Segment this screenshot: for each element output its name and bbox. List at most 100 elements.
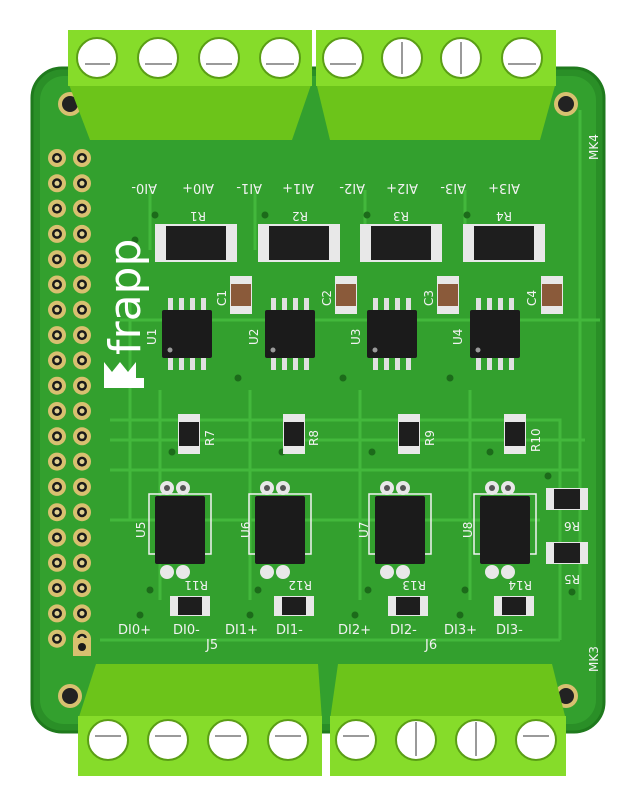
header-pin (73, 326, 91, 345)
label-di1-minus: DI1- (276, 623, 303, 638)
input-resistor-labels: R11 R12 R13 R14 (184, 578, 532, 592)
header-pin (48, 402, 66, 420)
label-r7: R7 (203, 430, 217, 446)
label-r5: R5 (564, 572, 580, 586)
amplifier-ic (367, 298, 417, 370)
label-u8: U8 (461, 522, 475, 538)
label-di0-minus: DI0- (173, 623, 200, 638)
resistor-r7 (178, 414, 200, 454)
amplifier-ics (162, 298, 520, 370)
label-r1: R1 (190, 209, 206, 223)
header-pin (48, 376, 66, 395)
header-pin (73, 452, 91, 471)
vias (131, 211, 576, 619)
analog-input-labels: AI0- AI0+ AI1- AI1+ AI2- AI2+ AI3- AI3+ (131, 180, 520, 195)
label-ai0-minus: AI0- (131, 180, 157, 195)
label-r4: R4 (496, 209, 512, 223)
resistor-r10 (504, 414, 526, 454)
header-pin (73, 553, 91, 572)
label-c1: C1 (215, 290, 229, 306)
header-pin (73, 528, 91, 547)
label-u7: U7 (357, 522, 371, 538)
header-pin (73, 199, 91, 218)
label-ai2-plus: AI2+ (386, 180, 418, 195)
label-r12: R12 (288, 578, 312, 592)
label-ai1-minus: AI1- (236, 180, 262, 195)
header-pin (48, 629, 66, 648)
label-mk4: MK4 (587, 134, 601, 160)
header-pin (73, 300, 91, 319)
label-di2-plus: DI2+ (338, 623, 371, 638)
header-pin (73, 402, 91, 420)
label-r13: R13 (402, 578, 426, 592)
header-pin (73, 250, 91, 269)
header-pin (48, 553, 66, 572)
resistor-r14 (494, 596, 534, 616)
crown-icon (104, 362, 144, 388)
capacitor-c1 (230, 276, 252, 314)
header-pin (48, 579, 66, 598)
label-ai3-minus: AI3- (440, 180, 466, 195)
header-pin (48, 452, 66, 471)
terminal-block-top-left (68, 30, 312, 140)
amplifier-labels: U1 U2 U3 U4 (145, 329, 465, 345)
header-pin (73, 224, 91, 243)
label-u3: U3 (349, 329, 363, 345)
header-pin (73, 174, 91, 193)
terminal-block-bottom-left (78, 664, 322, 776)
header-pin (48, 528, 66, 547)
header-pin (73, 275, 91, 294)
resistor-r9 (398, 414, 420, 454)
header-pin (73, 427, 91, 446)
header-pin (48, 503, 66, 522)
header-pin (48, 149, 66, 167)
resistor-r12 (274, 596, 314, 616)
label-di3-plus: DI3+ (444, 623, 477, 638)
label-u4: U4 (451, 329, 465, 345)
header-pin (73, 604, 91, 623)
header-pin (48, 326, 66, 345)
label-ai2-minus: AI2- (339, 180, 365, 195)
label-r2: R2 (292, 209, 308, 223)
capacitor-c4 (541, 276, 563, 314)
label-j6: J6 (424, 638, 437, 653)
label-r8: R8 (307, 430, 321, 446)
amplifier-ic (162, 298, 212, 370)
label-r14: R14 (508, 578, 532, 592)
header-pin (48, 477, 66, 496)
header-pin (48, 300, 66, 319)
label-ai0-plus: AI0+ (182, 180, 214, 195)
header-pin (48, 604, 66, 623)
shunt-resistor-labels: R1 R2 R3 R4 (190, 209, 512, 223)
label-mk3: MK3 (587, 646, 601, 672)
terminal-block-top-right (316, 30, 556, 140)
header-pin (48, 275, 66, 294)
resistor-r5 (546, 542, 588, 564)
resistor-r6 (546, 488, 588, 510)
header-pin (73, 579, 91, 598)
optocoupler-ic (248, 481, 312, 579)
frapp-logo: frapp (100, 239, 151, 388)
label-u6: U6 (239, 522, 253, 538)
header-pin (73, 149, 91, 167)
header-pin (48, 427, 66, 446)
mounting-hole-top-right (554, 92, 578, 116)
header-pin (73, 503, 91, 522)
label-r10: R10 (529, 428, 543, 452)
label-di2-minus: DI2- (390, 623, 417, 638)
optocoupler-ics (148, 481, 537, 579)
label-c3: C3 (422, 290, 436, 306)
label-r11: R11 (184, 578, 208, 592)
amplifier-ic (265, 298, 315, 370)
label-r3: R3 (393, 209, 409, 223)
resistor-r8 (283, 414, 305, 454)
digital-input-labels: DI0+ DI0- DI1+ DI1- DI2+ DI2- DI3+ DI3- (118, 623, 523, 638)
header-pin (48, 224, 66, 243)
label-di1-plus: DI1+ (225, 623, 258, 638)
series-resistor-labels: R7 R8 R9 R10 (203, 428, 543, 452)
label-ai3-plus: AI3+ (488, 180, 520, 195)
logo-text: frapp (100, 239, 151, 355)
capacitor-labels: C1 C2 C3 C4 (215, 290, 539, 306)
optocoupler-labels: U5 U6 U7 U8 (134, 522, 475, 538)
